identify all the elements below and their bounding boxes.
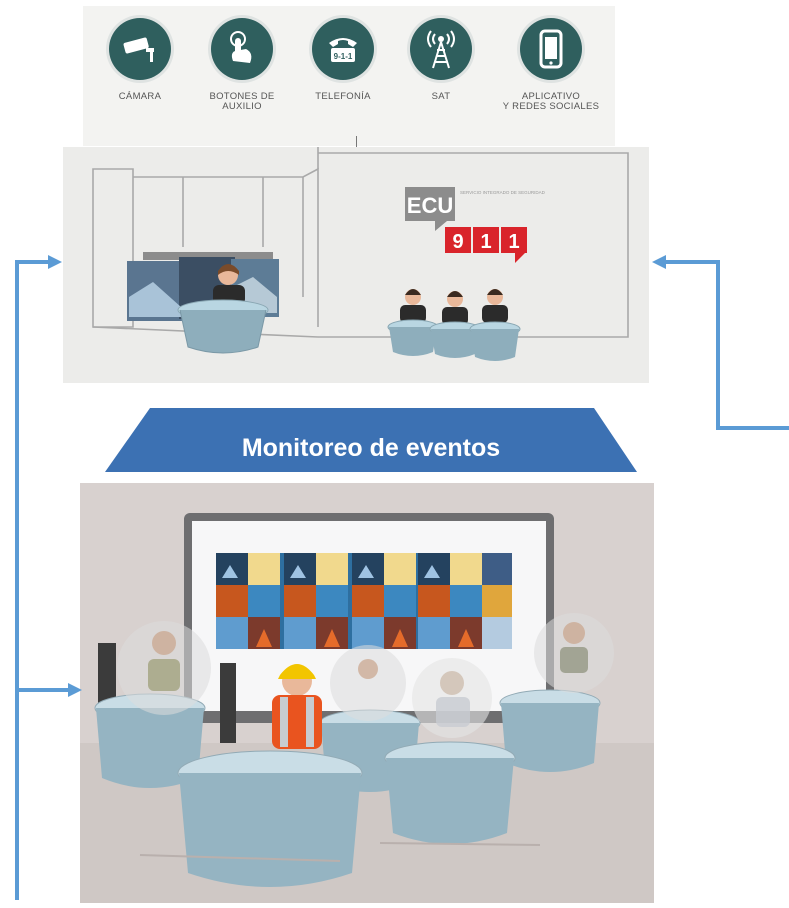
channel-telephony: 9-1-1 TELEFONÍA (288, 18, 398, 102)
phone-911-text: 9-1-1 (334, 52, 353, 61)
channel-label: TELEFONÍA (315, 91, 371, 102)
channel-strip: CÁMARA BOTONES DE AUXILIO 9-1-1 TELEFONÍ… (83, 6, 615, 148)
desk-top (143, 252, 273, 260)
panic-button-icon (211, 18, 273, 80)
ecu-logo-tagline: SERVICIO INTEGRADO DE SEGURIDAD (460, 190, 546, 195)
operator-stations (94, 613, 614, 887)
ecu-logo-text: ECU (407, 193, 453, 218)
ecu-logo-digit: 1 (480, 231, 491, 253)
channel-sat: SAT (386, 18, 496, 102)
room-walls (92, 147, 629, 338)
feedback-arrow-left (15, 260, 68, 900)
camera-icon (109, 18, 171, 80)
channel-label: CÁMARA (118, 91, 162, 102)
ecu911-logo: ECU SERVICIO INTEGRADO DE SEGURIDAD 9 1 … (405, 187, 546, 263)
channel-label: SAT (431, 91, 451, 102)
operator-desks-right (387, 289, 521, 361)
phone-911-icon: 9-1-1 (312, 18, 374, 80)
connector-line (356, 136, 357, 148)
channel-panic-button: BOTONES DE AUXILIO (187, 18, 297, 112)
feedback-arrow-right (666, 260, 789, 430)
arrowhead-right (652, 255, 666, 269)
ecu-logo-digit: 9 (452, 231, 463, 253)
floor-lines (139, 842, 541, 862)
smartphone-icon (520, 18, 582, 80)
operator-desk-left (177, 264, 269, 354)
channel-label: APLICATIVO Y REDES SOCIALES (502, 91, 600, 112)
channel-camera: CÁMARA (85, 18, 195, 102)
antenna-icon (410, 18, 472, 80)
command-center-illustration: ECU SERVICIO INTEGRADO DE SEGURIDAD 9 1 … (63, 147, 649, 383)
hazard-tile-grid (216, 553, 512, 649)
monitoring-room-illustration (80, 483, 654, 903)
channel-label: BOTONES DE AUXILIO (209, 91, 275, 112)
ecu-logo-digit: 1 (508, 231, 519, 253)
banner-title: Monitoreo de eventos (241, 434, 501, 462)
channel-app-social: APLICATIVO Y REDES SOCIALES (487, 18, 615, 112)
arrowhead-left-top (48, 255, 62, 269)
